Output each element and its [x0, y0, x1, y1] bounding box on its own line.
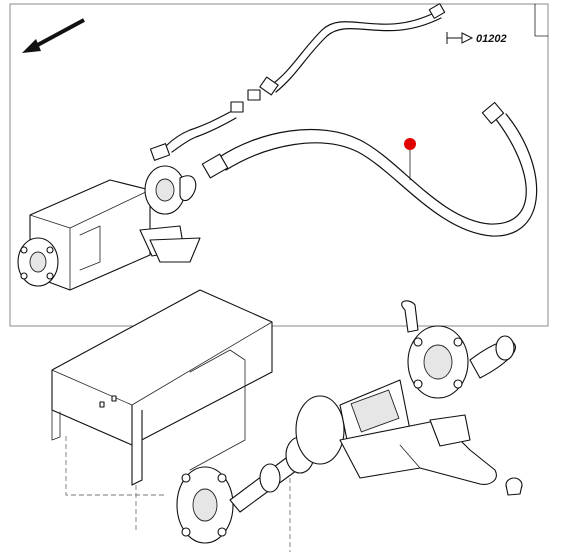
- lower-housing-cover: [51, 289, 273, 486]
- inset-frame: [9, 3, 549, 327]
- reference-marker: 01202: [446, 32, 507, 45]
- arrow-down-left-icon: [22, 18, 85, 53]
- reference-code: 01202: [476, 33, 507, 45]
- inset-frame-corner: [534, 3, 549, 37]
- upper-hose: [149, 3, 446, 161]
- upper-pump-body: [139, 165, 201, 263]
- lower-mounting-bracket: [339, 414, 497, 485]
- assembly-guides: [65, 436, 291, 552]
- main-hose: [201, 101, 538, 237]
- upper-flange: [17, 237, 59, 287]
- plug-cap: [505, 477, 523, 496]
- lower-flange: [176, 466, 234, 544]
- callout-marker[interactable]: [404, 138, 416, 150]
